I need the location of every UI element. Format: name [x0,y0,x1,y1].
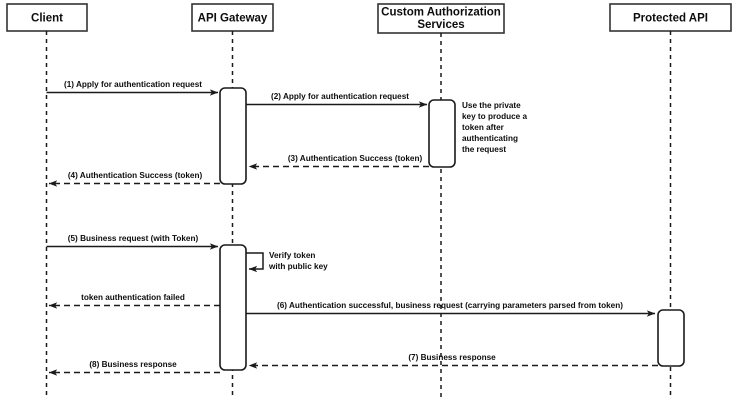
participant-protected[interactable]: Protected API [609,3,732,32]
note-private-key-line-1: Use the private [462,101,521,110]
message-3[interactable]: (3) Authentication Success (token) [248,154,429,170]
participant-label-gateway: API Gateway [198,13,268,25]
message-6[interactable]: (6) Authentication successful, business … [246,301,656,317]
note-private-key-line-3: token after [462,123,505,132]
message-5-label: (5) Business request (with Token) [68,234,199,243]
message-4-label: (4) Authentication Success (token) [68,171,203,180]
message-7[interactable]: (7) Business response [248,353,658,369]
participant-label-authservice-line2: Services [417,19,464,31]
activation-protected[interactable] [657,309,685,367]
participant-authservice[interactable]: Custom Authorization Services [377,3,505,34]
note-private-key: Use the private key to produce a token a… [462,101,528,154]
activation-bars [219,87,685,371]
message-5[interactable]: (5) Business request (with Token) [46,234,219,250]
participant-client[interactable]: Client [6,3,88,32]
note-private-key-line-4: authenticating [462,134,518,143]
participant-headers: Client API Gateway Custom Authorization … [6,3,732,34]
participant-label-client: Client [31,13,63,25]
message-8-label: (8) Business response [89,360,177,369]
message-6-label: (6) Authentication successful, business … [277,301,623,310]
activation-authservice[interactable] [428,99,456,168]
message-2-label: (2) Apply for authentication request [271,92,409,101]
message-1[interactable]: (1) Apply for authentication request [46,80,219,96]
participant-label-protected: Protected API [633,13,708,25]
message-8[interactable]: (8) Business response [48,360,220,376]
self-message-verify-token[interactable]: Verify token with public key [246,251,328,273]
participant-label-authservice-line1: Custom Authorization [381,7,501,19]
self-message-verify-token-path[interactable] [246,252,264,273]
message-1-label: (1) Apply for authentication request [64,80,202,89]
message-3-label: (3) Authentication Success (token) [288,154,423,163]
activation-gateway-phase1[interactable] [219,87,247,185]
activation-gateway-phase2[interactable] [219,244,247,371]
note-private-key-line-5: the request [462,145,506,154]
self-message-verify-token-label-line1: Verify token [269,251,315,260]
self-message-verify-token-label-line2: with public key [268,262,328,271]
message-7-label: (7) Business response [408,353,496,362]
message-token-auth-failed[interactable]: token authentication failed [48,293,220,309]
participant-box-protected[interactable] [609,3,732,32]
note-private-key-line-2: key to produce a [462,112,528,121]
message-token-auth-failed-label: token authentication failed [81,293,185,302]
message-2[interactable]: (2) Apply for authentication request [246,92,428,108]
participant-gateway[interactable]: API Gateway [191,3,274,32]
message-4[interactable]: (4) Authentication Success (token) [48,171,220,187]
